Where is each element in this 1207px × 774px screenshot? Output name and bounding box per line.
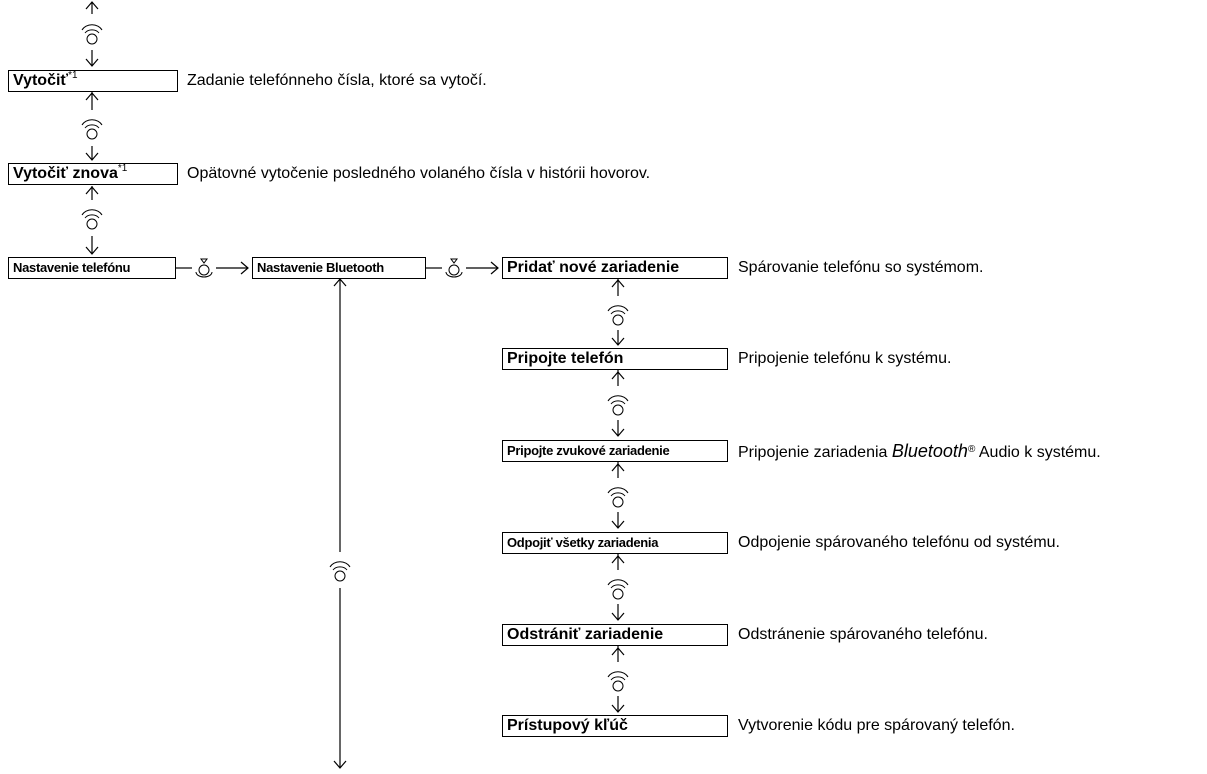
add-device-description: Spárovanie telefónu so systémom. xyxy=(738,259,984,276)
rotate-knob-icon xyxy=(81,24,103,45)
rotate-knob-icon xyxy=(329,561,351,582)
menu-item-redial[interactable]: Vytočiť znova*1 xyxy=(8,163,178,185)
menu-item-phone-settings[interactable]: Nastavenie telefónu xyxy=(8,257,176,279)
rotate-knob-icon xyxy=(607,487,629,508)
rotate-knob-icon xyxy=(81,209,103,230)
disconnect-all-description: Odpojenie spárovaného telefónu od systém… xyxy=(738,534,1060,551)
redial-description: Opätovné vytočenie posledného volaného č… xyxy=(187,165,651,182)
passkey-description: Vytvorenie kódu pre spárovaný telefón. xyxy=(738,717,1015,734)
menu-item-dial[interactable]: Vytočiť*1 xyxy=(8,70,178,92)
submenu-disconnect-all[interactable]: Odpojiť všetky zariadenia xyxy=(502,532,728,554)
menu-item-bluetooth-settings[interactable]: Nastavenie Bluetooth xyxy=(252,257,426,279)
submenu-remove-device[interactable]: Odstrániť zariadenie xyxy=(502,624,728,646)
press-knob-icon xyxy=(195,258,213,278)
submenu-passkey[interactable]: Prístupový kľúč xyxy=(502,715,728,737)
remove-device-description: Odstránenie spárovaného telefónu. xyxy=(738,626,988,643)
connect-audio-description: Pripojenie zariadenia Bluetooth® Audio k… xyxy=(738,441,1101,461)
rotate-knob-icon xyxy=(607,395,629,416)
rotate-knob-icon xyxy=(607,305,629,326)
rotate-knob-icon xyxy=(81,119,103,140)
press-knob-icon xyxy=(445,258,463,278)
rotate-knob-icon xyxy=(607,579,629,600)
submenu-connect-phone[interactable]: Pripojte telefón xyxy=(502,348,728,370)
submenu-connect-audio-device[interactable]: Pripojte zvukové zariadenie xyxy=(502,440,728,462)
rotate-knob-icon xyxy=(607,671,629,692)
connect-phone-description: Pripojenie telefónu k systému. xyxy=(738,350,952,367)
dial-description: Zadanie telefónneho čísla, ktoré sa vyto… xyxy=(187,72,487,89)
submenu-add-device[interactable]: Pridať nové zariadenie xyxy=(502,257,728,279)
